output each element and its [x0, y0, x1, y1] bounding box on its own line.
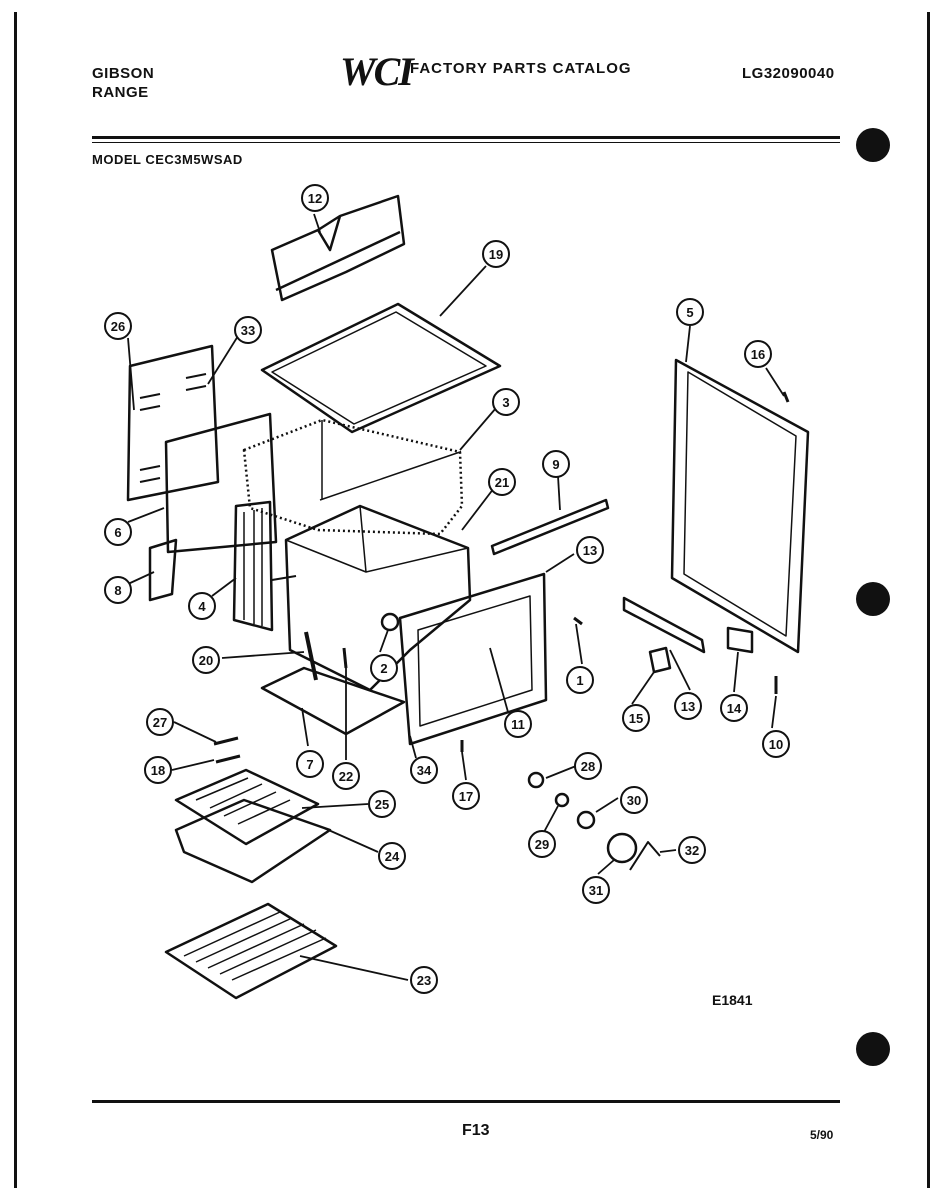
back-panel-part	[126, 344, 220, 502]
callout-19: 19	[482, 240, 510, 268]
callout-28: 28	[574, 752, 602, 780]
broiler-insert-part	[174, 768, 320, 846]
insulation-blanket-part	[242, 418, 464, 536]
callout-5: 5	[676, 298, 704, 326]
page-frame	[14, 12, 930, 1188]
page-number: F13	[462, 1122, 490, 1139]
callout-13-top: 13	[576, 536, 604, 564]
binder-hole-middle	[856, 582, 890, 616]
callout-24: 24	[378, 842, 406, 870]
callout-25: 25	[368, 790, 396, 818]
callout-32: 32	[678, 836, 706, 864]
spring-wire-part	[629, 841, 661, 871]
callout-16: 16	[744, 340, 772, 368]
brand-name: GIBSON RANGE	[92, 65, 155, 101]
thermostat-clip-part	[573, 616, 583, 626]
callout-30: 30	[620, 786, 648, 814]
header-rule-thin	[92, 142, 840, 143]
callout-20: 20	[192, 646, 220, 674]
rail-part	[622, 596, 706, 654]
callout-10: 10	[762, 730, 790, 758]
figure-code: E1841	[712, 992, 753, 1008]
terminal-block-part	[726, 626, 754, 654]
callout-1: 1	[566, 666, 594, 694]
wci-logo: WCI	[340, 49, 414, 94]
callout-14: 14	[720, 694, 748, 722]
callout-18: 18	[144, 756, 172, 784]
grommet-part	[527, 771, 545, 789]
pin-part	[342, 647, 348, 669]
callout-26: 26	[104, 312, 132, 340]
light-part	[380, 612, 400, 632]
oven-liner-part	[284, 504, 472, 692]
oven-front-frame-part	[398, 572, 548, 746]
revision-date: 5/90	[810, 1128, 834, 1142]
callout-34: 34	[410, 756, 438, 784]
callout-7: 7	[296, 750, 324, 778]
binder-hole-bottom	[856, 1032, 890, 1066]
callout-11: 11	[504, 710, 532, 738]
bushing-part	[554, 792, 570, 808]
callout-29: 29	[528, 830, 556, 858]
callout-31: 31	[582, 876, 610, 904]
mounting-bracket-part	[148, 538, 178, 602]
callout-6: 6	[104, 518, 132, 546]
flue-deflector-part	[270, 194, 406, 302]
callout-15: 15	[622, 704, 650, 732]
side-panel-part	[164, 412, 278, 554]
callout-13-bottom: 13	[674, 692, 702, 720]
callout-22: 22	[332, 762, 360, 790]
callout-3: 3	[492, 388, 520, 416]
callout-2: 2	[370, 654, 398, 682]
oven-rack-part	[164, 902, 338, 1000]
side-insulation-part	[232, 500, 274, 632]
knob-part	[606, 832, 638, 864]
callout-23: 23	[410, 966, 438, 994]
callout-9: 9	[542, 450, 570, 478]
callout-33: 33	[234, 316, 262, 344]
callout-21: 21	[488, 468, 516, 496]
callout-4: 4	[188, 592, 216, 620]
binder-hole-top	[856, 128, 890, 162]
model-number: MODEL CEC3M5WSAD	[92, 152, 243, 167]
clip-part	[648, 646, 672, 674]
callout-8: 8	[104, 576, 132, 604]
lever-part	[304, 631, 318, 681]
callout-27: 27	[146, 708, 174, 736]
trim-strip-part	[490, 498, 610, 556]
callout-17: 17	[452, 782, 480, 810]
broiler-pan-part	[174, 798, 332, 884]
side-frame-part	[670, 358, 810, 654]
header-rule	[92, 136, 840, 139]
hook-part	[782, 391, 790, 403]
catalog-title: FACTORY PARTS CATALOG	[410, 60, 632, 77]
hinge-part	[213, 736, 241, 764]
footer-rule	[92, 1100, 840, 1103]
lamp-socket-part	[576, 810, 596, 830]
bottom-tray-part	[260, 666, 406, 736]
catalog-number: LG32090040	[742, 65, 835, 82]
top-panel-part	[260, 302, 502, 434]
callout-12: 12	[301, 184, 329, 212]
